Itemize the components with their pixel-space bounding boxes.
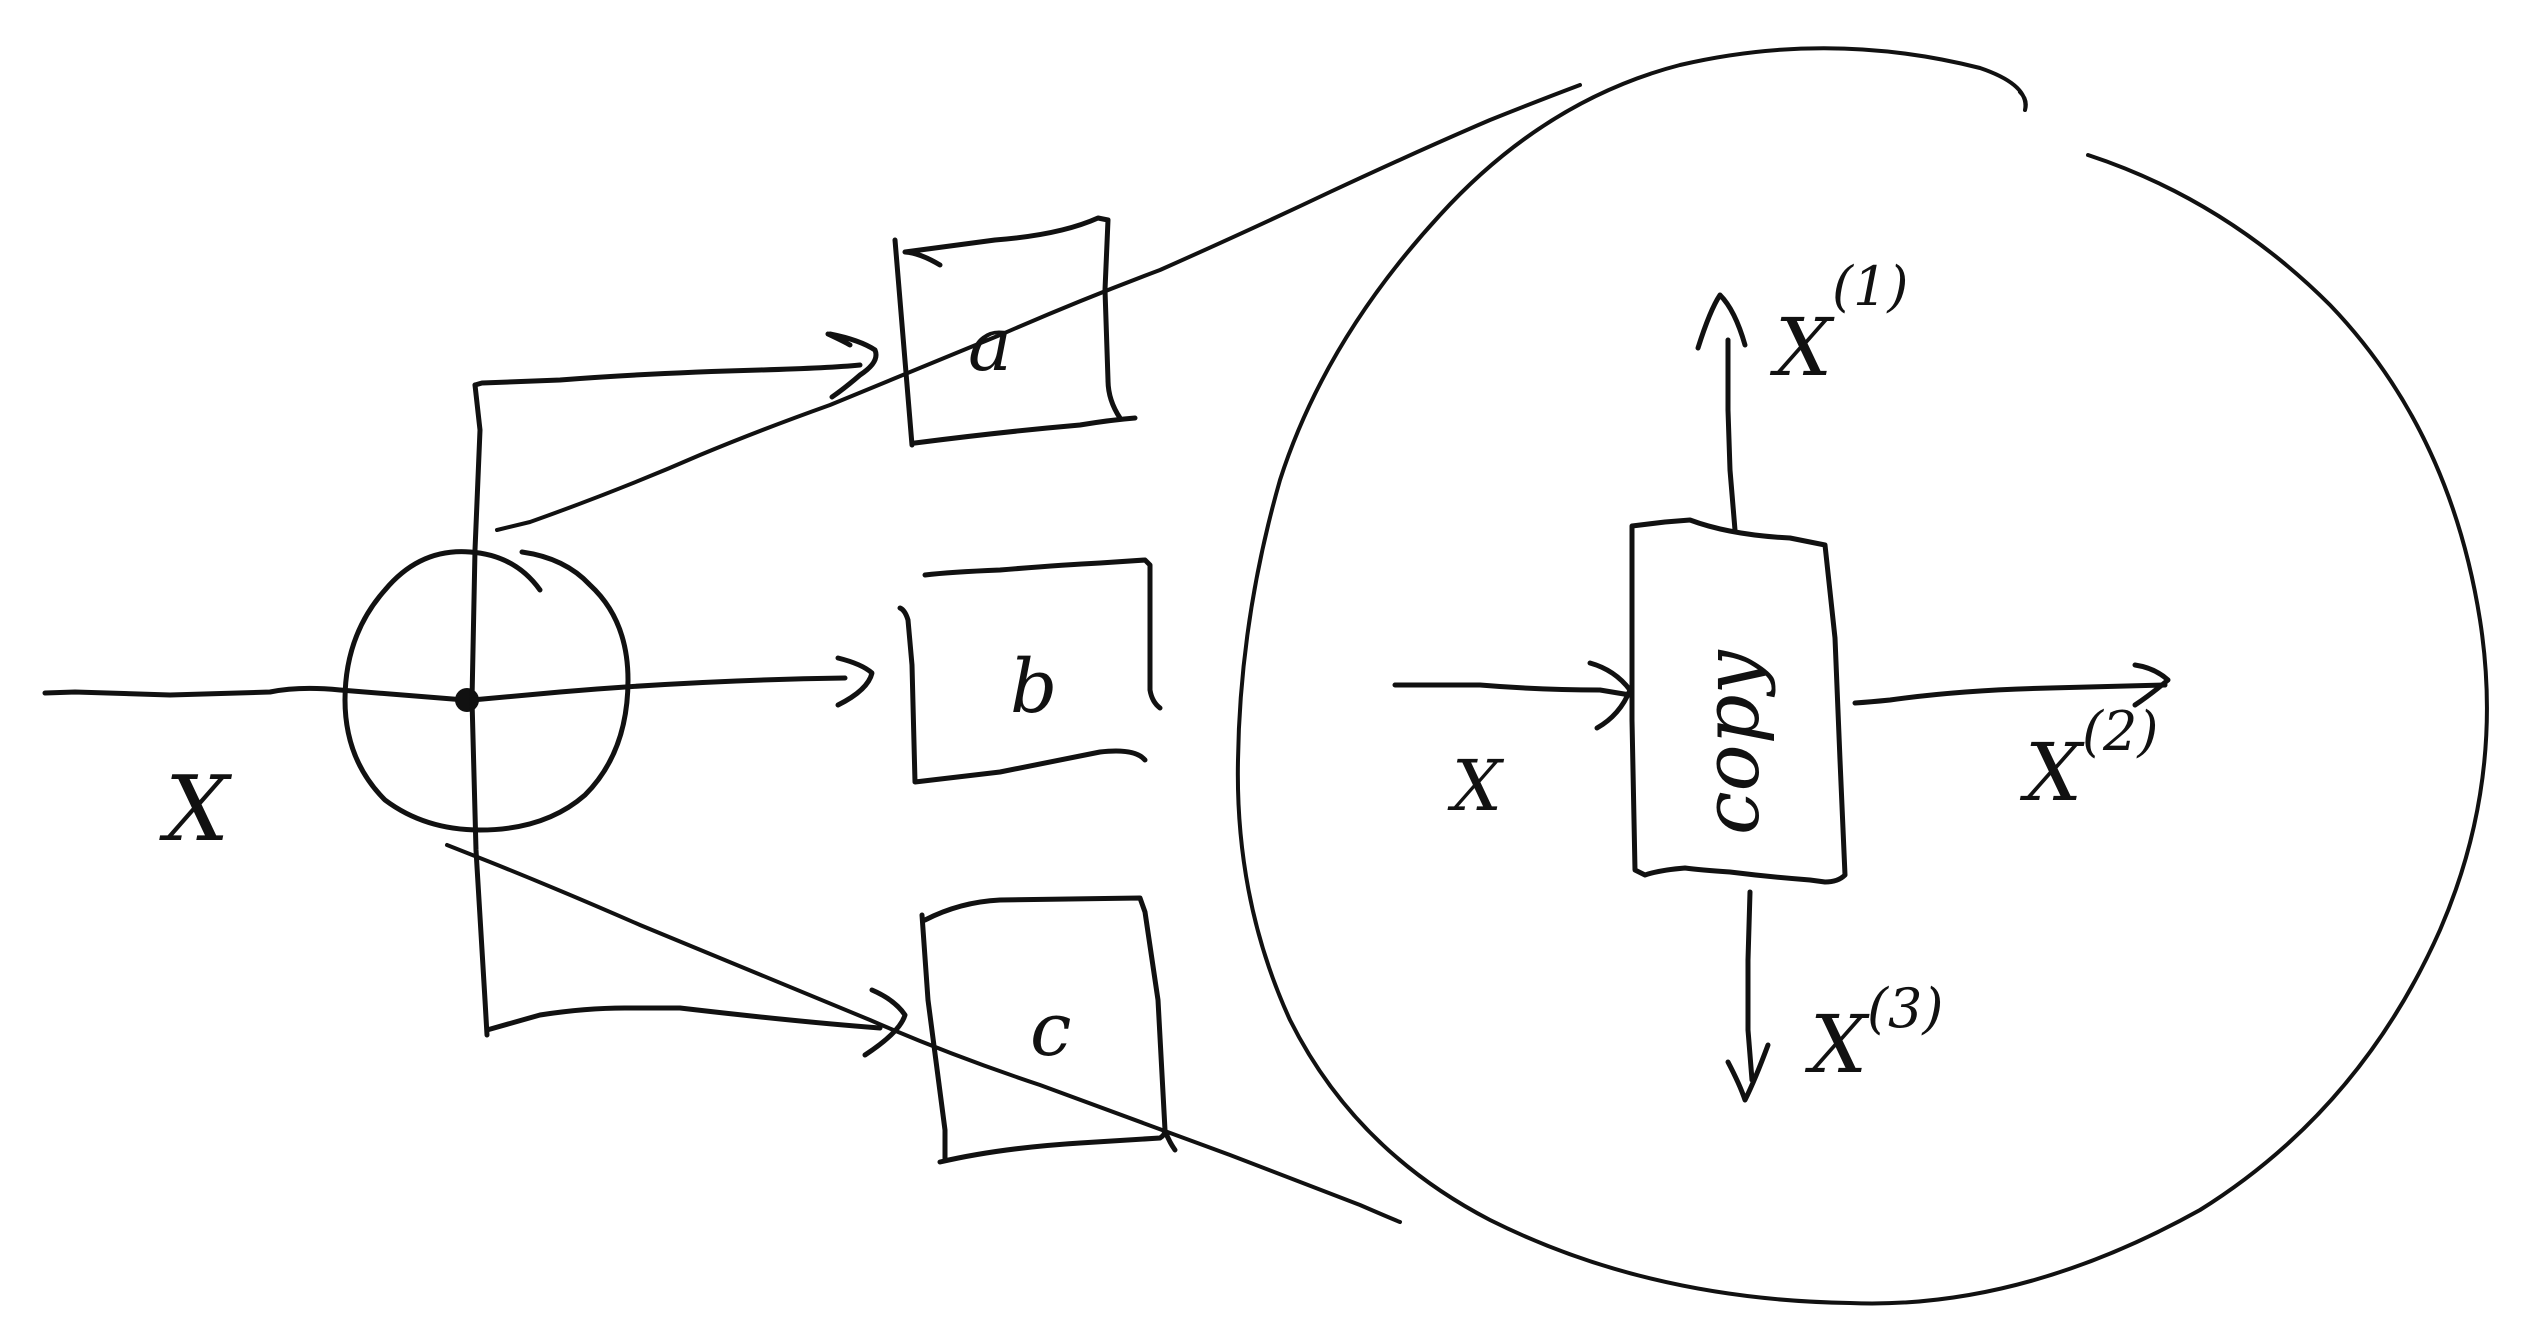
box-c-label: c: [1030, 987, 1071, 1073]
zoom-guide-upper: [495, 83, 1582, 532]
arrowhead-b: [835, 655, 875, 708]
box-b: [897, 557, 1163, 785]
box-b-label: b: [1010, 644, 1057, 730]
box-c: [919, 895, 1178, 1165]
branch-line-a: [472, 362, 863, 388]
output-1-superscript: (1): [1832, 255, 1909, 318]
zoom-input-line: [1392, 682, 1633, 698]
arrowhead-a: [825, 331, 879, 400]
branch-spine: [469, 382, 490, 1038]
output-3-superscript: (3): [1867, 977, 1944, 1040]
output-2-base: X: [2019, 726, 2085, 819]
output-1-arrowhead: [1695, 292, 1748, 351]
input-line: [42, 685, 468, 703]
arrowhead-c: [862, 987, 908, 1058]
output-2-line: [1852, 682, 2168, 706]
output-3-base: X: [1804, 998, 1870, 1091]
output-2-superscript: (2): [2082, 700, 2159, 763]
copy-box-label: copy: [1687, 649, 1777, 835]
output-1-line: [1725, 337, 1738, 533]
zoom-circle: [1235, 46, 2489, 1306]
output-1-base: X: [1769, 301, 1835, 394]
input-label: X: [159, 757, 233, 862]
output-1-label: X(1): [1769, 255, 1908, 394]
output-2-label: X(2): [2019, 700, 2158, 819]
box-a: [892, 215, 1138, 448]
node-circle: [342, 549, 631, 833]
zoom-guide-lower: [445, 843, 1402, 1224]
output-2-arrowhead: [2132, 662, 2171, 708]
output-3-arrowhead: [1725, 1042, 1771, 1103]
output-3-line: [1745, 889, 1755, 1083]
copy-box: [1629, 517, 1848, 885]
output-3-label: X(3): [1804, 977, 1943, 1091]
branch-line-b: [469, 675, 848, 703]
branch-line-c: [484, 1005, 883, 1033]
zoom-input-label: X: [1447, 745, 1505, 827]
